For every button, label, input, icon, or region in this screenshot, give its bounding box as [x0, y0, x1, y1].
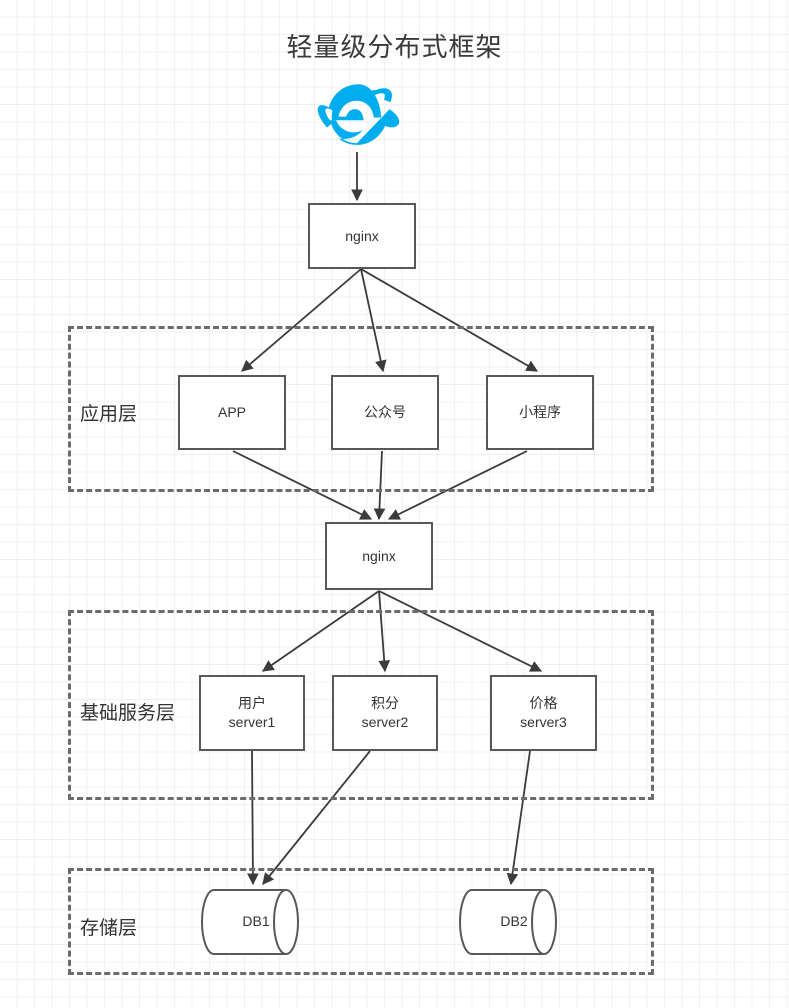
node-nginx-top[interactable]: nginx: [308, 203, 416, 269]
node-service-user[interactable]: 用户 server1: [199, 675, 305, 751]
layer-label-storage: 存储层: [80, 918, 138, 939]
layer-label-application: 应用层: [80, 404, 138, 425]
node-service-price-host: server3: [520, 714, 567, 730]
node-official-account-label: 公众号: [364, 404, 406, 420]
internet-explorer-logo: [316, 76, 400, 158]
node-service-points-host: server2: [361, 714, 409, 730]
node-service-points[interactable]: 积分 server2: [332, 675, 438, 751]
node-nginx-mid[interactable]: nginx: [325, 522, 433, 590]
node-nginx-top-label: nginx: [345, 227, 379, 244]
node-service-price[interactable]: 价格 server3: [490, 675, 597, 751]
layer-label-base-service: 基础服务层: [80, 703, 176, 724]
node-mini-program[interactable]: 小程序: [486, 375, 594, 450]
node-db1-label: DB1: [242, 913, 270, 929]
node-db1[interactable]: DB1: [200, 888, 312, 956]
layer-group-storage: [68, 868, 654, 975]
node-app[interactable]: APP: [178, 375, 286, 450]
node-service-user-title: 用户: [238, 695, 266, 711]
node-official-account[interactable]: 公众号: [331, 375, 439, 450]
node-app-label: APP: [217, 404, 246, 420]
layer-group-base-service: [68, 610, 654, 800]
node-db2-label: DB2: [500, 913, 528, 929]
node-service-points-title: 积分: [371, 695, 399, 711]
node-service-user-host: server1: [228, 714, 276, 730]
node-mini-program-label: 小程序: [519, 404, 561, 420]
layer-group-application: [68, 326, 654, 492]
page-title: 轻量级分布式框架: [286, 32, 503, 62]
node-db2[interactable]: DB2: [458, 888, 570, 956]
node-service-price-title: 价格: [529, 695, 558, 711]
node-nginx-mid-label: nginx: [362, 547, 396, 564]
